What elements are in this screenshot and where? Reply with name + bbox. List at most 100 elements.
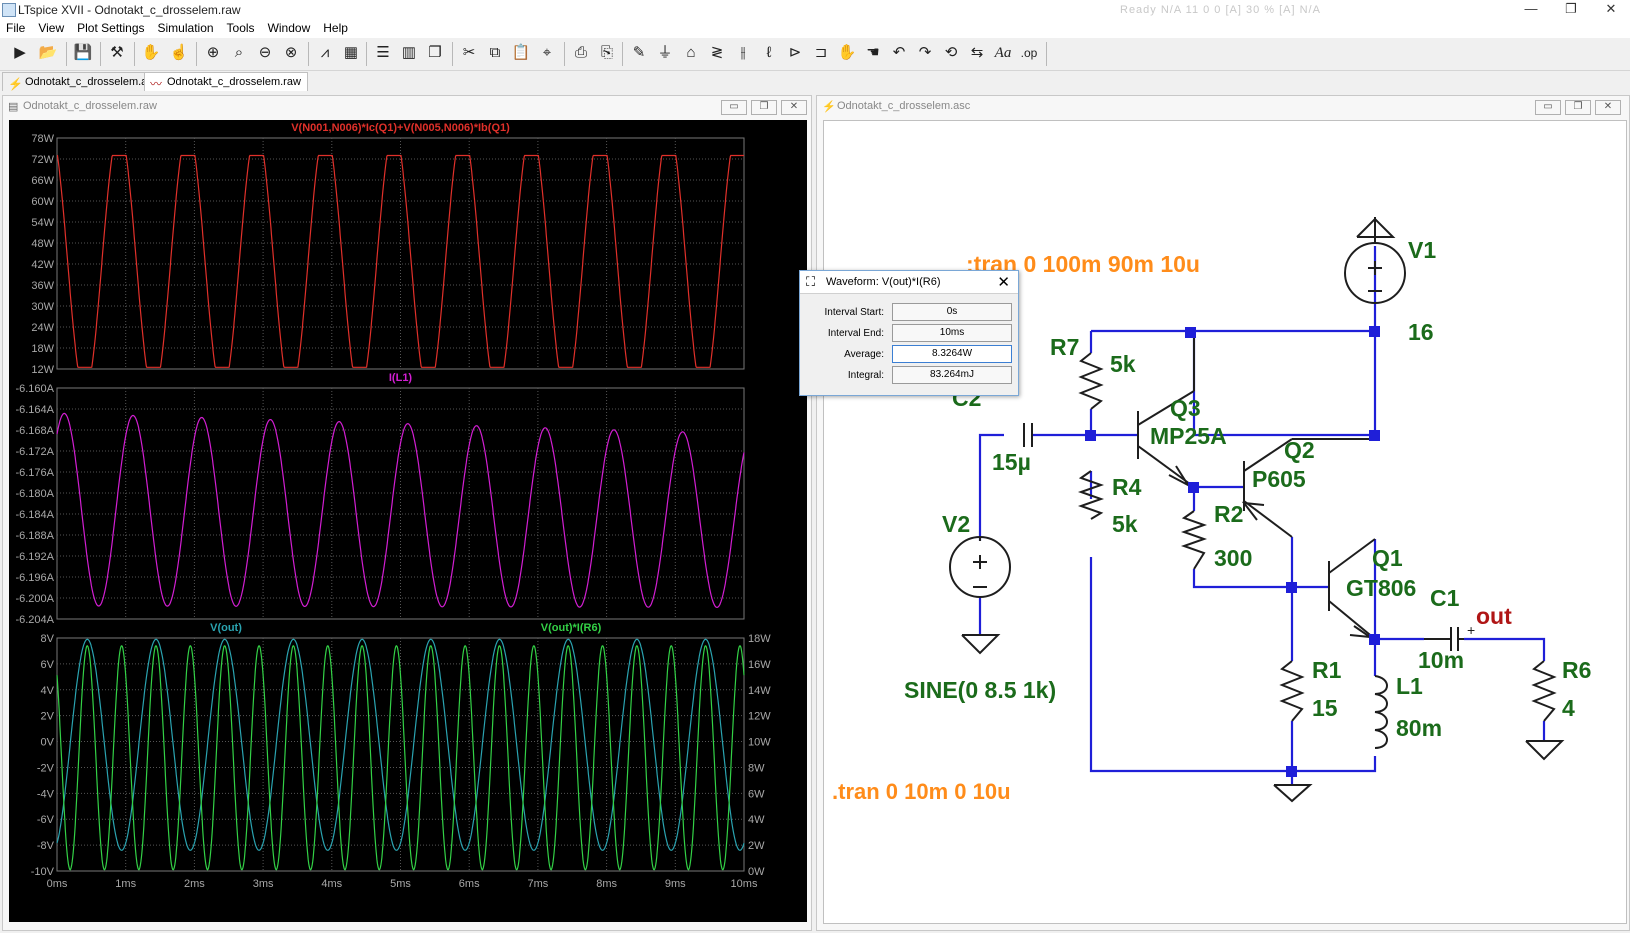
menu-help[interactable]: Help bbox=[323, 21, 348, 35]
minimize-button[interactable]: ▭ bbox=[721, 100, 747, 115]
mirror-icon[interactable]: ⇆ bbox=[970, 44, 984, 61]
zoom-out-icon[interactable]: ⊖ bbox=[258, 44, 272, 61]
close-button[interactable]: ✕ bbox=[1595, 100, 1621, 115]
y-tick-label: 0V bbox=[41, 737, 55, 749]
tile-vertical-icon[interactable]: ▥ bbox=[401, 44, 417, 61]
component-icon[interactable]: ⊐ bbox=[814, 44, 828, 61]
toolbar: ▶ 📂 💾 ⚒ ✋ ☝ ⊕ ⌕ ⊖ ⊗ ⩘ ▦ ☰ ▥ ❐ ✂ ⧉ 📋 ⌖ ⎙ … bbox=[0, 38, 1630, 71]
drag-icon[interactable]: ☚ bbox=[866, 44, 880, 61]
cascade-icon[interactable]: ❐ bbox=[428, 44, 442, 61]
close-button[interactable]: ✕ bbox=[781, 100, 807, 115]
x-tick-label: 0ms bbox=[47, 878, 68, 890]
trace-title-power: V(N001,N006)*Ic(Q1)+V(N005,N006)*Ib(Q1) bbox=[291, 122, 510, 134]
zoom-fit-icon[interactable]: ⊗ bbox=[284, 44, 298, 61]
r6-value: 4 bbox=[1562, 695, 1575, 721]
interval-end-field[interactable]: 10ms bbox=[892, 324, 1012, 342]
maximize-button[interactable]: ❐ bbox=[1565, 100, 1591, 115]
y-tick-label: 54W bbox=[31, 217, 54, 229]
rotate-icon[interactable]: ⟲ bbox=[944, 44, 958, 61]
average-label: Average: bbox=[844, 349, 884, 360]
tab-label: Odnotakt_c_drosselem.asc bbox=[25, 76, 159, 88]
save-icon[interactable]: 💾 bbox=[73, 44, 93, 61]
run-icon[interactable]: ▶ bbox=[14, 44, 26, 61]
x-tick-label: 5ms bbox=[390, 878, 411, 890]
control-panel-icon[interactable]: ⚒ bbox=[110, 44, 124, 61]
inductor-icon[interactable]: ℓ bbox=[766, 44, 772, 61]
capacitor-icon[interactable]: ⫲ bbox=[740, 44, 746, 61]
menu-view[interactable]: View bbox=[38, 21, 65, 35]
print-icon[interactable]: ⎙ bbox=[574, 44, 587, 61]
copy-icon[interactable]: ⧉ bbox=[489, 44, 501, 61]
schematic-canvas[interactable]: + ;tran 0 100m 90m 10u .tran 0 10m 0 10u… bbox=[823, 120, 1627, 924]
interval-end-label: Interval End: bbox=[827, 328, 884, 339]
minimize-button[interactable]: ▭ bbox=[1535, 100, 1561, 115]
x-tick-label: 1ms bbox=[115, 878, 136, 890]
interval-end-row: Interval End: 10ms bbox=[800, 324, 1018, 342]
menu-tools[interactable]: Tools bbox=[226, 21, 255, 35]
average-field[interactable]: 8.3264W bbox=[892, 345, 1012, 363]
open-icon[interactable]: 📂 bbox=[38, 44, 58, 61]
x-tick-label: 2ms bbox=[184, 878, 205, 890]
directive-tran[interactable]: .tran 0 10m 0 10u bbox=[832, 779, 1011, 804]
x-tick-label: 6ms bbox=[459, 878, 480, 890]
y-tick-label: 60W bbox=[31, 196, 54, 208]
tab-label: Odnotakt_c_drosselem.raw bbox=[167, 76, 301, 88]
y-tick-label: -6.164A bbox=[15, 404, 54, 416]
v2-value-label[interactable]: SINE(0 8.5 1k) bbox=[904, 677, 1057, 703]
y-tick-label: 12W bbox=[31, 364, 54, 376]
ground-icon[interactable]: ⏚ bbox=[657, 44, 673, 61]
integral-field[interactable]: 83.264mJ bbox=[892, 366, 1012, 384]
close-button[interactable]: ✕ bbox=[1605, 1, 1617, 16]
menu-window[interactable]: Window bbox=[267, 21, 311, 35]
print-setup-icon[interactable]: ⎘ bbox=[600, 44, 613, 61]
diode-icon[interactable]: ⊳ bbox=[788, 44, 802, 61]
paste-icon[interactable]: 📋 bbox=[511, 44, 531, 61]
text-icon[interactable]: Aa bbox=[994, 45, 1012, 61]
q3-value: MP25A bbox=[1150, 423, 1227, 449]
tab-waveform[interactable]: 〰Odnotakt_c_drosselem.raw bbox=[144, 72, 308, 91]
undo-icon[interactable]: ↶ bbox=[892, 44, 906, 61]
autorange-icon[interactable]: ⩘ bbox=[320, 44, 330, 61]
trace-title-pout: V(out)*I(R6) bbox=[541, 622, 602, 634]
tile-horizontal-icon[interactable]: ☰ bbox=[376, 44, 390, 61]
menu-plot-settings[interactable]: Plot Settings bbox=[77, 21, 145, 35]
y-tick-label: -6.192A bbox=[15, 551, 54, 563]
y-tick-label: 6V bbox=[41, 659, 55, 671]
close-icon[interactable]: ✕ bbox=[997, 274, 1010, 291]
zoom-in-icon[interactable]: ⊕ bbox=[206, 44, 220, 61]
l1-value: 80m bbox=[1396, 715, 1443, 741]
redo-icon[interactable]: ↷ bbox=[918, 44, 932, 61]
find-icon[interactable]: ⌖ bbox=[542, 44, 552, 61]
waveform-plot[interactable]: 78W72W66W60W54W48W42W36W30W24W18W12W-6.1… bbox=[9, 120, 807, 922]
maximize-button[interactable]: ❐ bbox=[751, 100, 777, 115]
y-tick-label-right: 18W bbox=[748, 633, 771, 645]
interval-start-field[interactable]: 0s bbox=[892, 303, 1012, 321]
dialog-caption: ⛶ Waveform: V(out)*I(R6) ✕ bbox=[800, 271, 1018, 294]
resistor-icon[interactable]: ≷ bbox=[710, 44, 724, 61]
pan-icon[interactable]: ☝ bbox=[169, 44, 189, 61]
spice-directive-icon[interactable]: .op bbox=[1020, 46, 1038, 60]
schematic-window-title: Odnotakt_c_drosselem.asc bbox=[837, 100, 971, 112]
grid-icon[interactable]: ▦ bbox=[343, 44, 359, 61]
cut-icon[interactable]: ✂ bbox=[462, 44, 476, 61]
y-tick-label-right: 4W bbox=[748, 814, 765, 826]
halt-icon[interactable]: ✋ bbox=[141, 44, 161, 61]
tab-schematic[interactable]: ⚡Odnotakt_c_drosselem.asc bbox=[2, 72, 166, 91]
y-tick-label-right: 16W bbox=[748, 659, 771, 671]
schematic-window-caption: ⚡ Odnotakt_c_drosselem.asc ▭ ❐ ✕ bbox=[817, 96, 1629, 116]
waveform-window-caption: ▤ Odnotakt_c_drosselem.raw ▭ ❐ ✕ bbox=[3, 96, 811, 116]
menu-file[interactable]: File bbox=[6, 21, 26, 35]
y-tick-label: 72W bbox=[31, 154, 54, 166]
zoom-area-icon[interactable]: ⌕ bbox=[234, 44, 244, 61]
move-icon[interactable]: ✋ bbox=[837, 44, 857, 61]
restore-button[interactable]: ❐ bbox=[1565, 1, 1577, 16]
label-net-icon[interactable]: ⌂ bbox=[686, 44, 696, 61]
svg-text:+: + bbox=[1467, 622, 1475, 638]
wire-icon[interactable]: ✎ bbox=[632, 44, 646, 61]
minimize-button[interactable]: — bbox=[1524, 1, 1538, 16]
y-tick-label-right: 14W bbox=[748, 685, 771, 697]
waveform-measure-dialog: ⛶ Waveform: V(out)*I(R6) ✕ Interval Star… bbox=[799, 270, 1019, 396]
schematic-wires: + bbox=[949, 217, 1565, 803]
menu-simulation[interactable]: Simulation bbox=[157, 21, 214, 35]
